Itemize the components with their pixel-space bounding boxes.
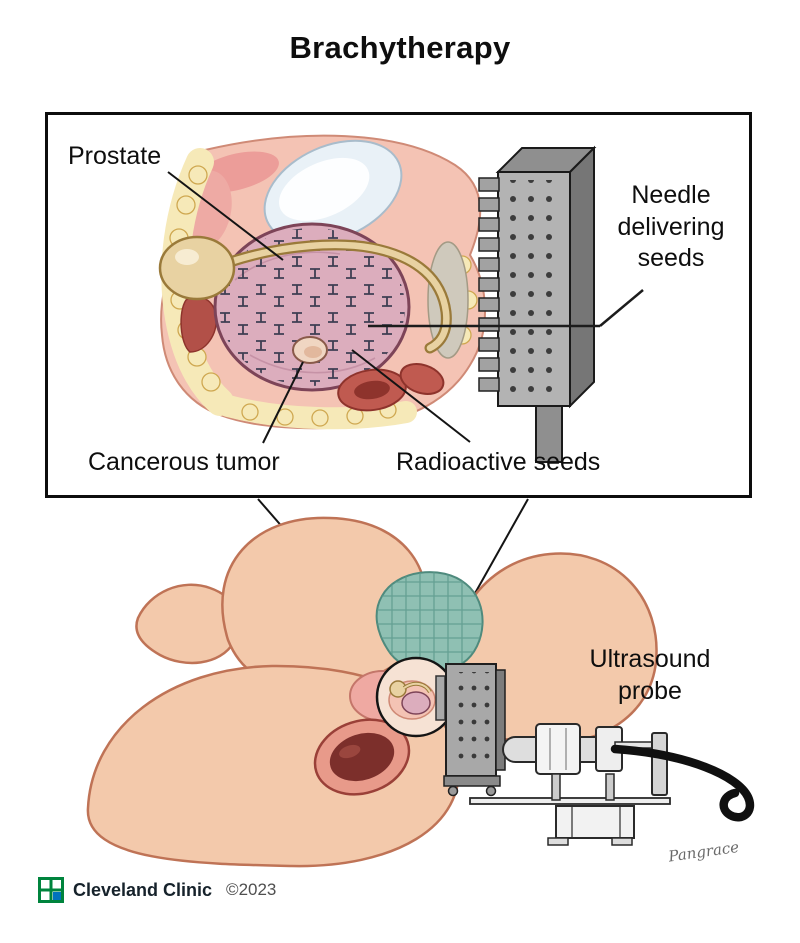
cancerous-tumor-label: Cancerous tumor [88,448,280,476]
probe-shaft [427,690,451,705]
ultrasound-probe-label: Ultrasound probe [589,645,711,705]
inset-zoom-line-right [441,498,529,653]
rectal-opening [313,718,411,796]
inset-zoom-line-left [257,498,399,661]
footer: Cleveland Clinic ©2023 [38,877,276,903]
ultrasound-leader-line [503,699,619,754]
patient-thigh-left [221,516,428,690]
patient-pelvis [86,664,461,868]
patient-foot [135,583,241,665]
highlight-circle [375,656,457,738]
inset-frame [45,112,752,498]
cleveland-clinic-logo-icon [38,877,64,903]
brand-name: Cleveland Clinic [73,879,213,900]
radioactive-seeds-label: Radioactive seeds [396,448,601,476]
page-title: Brachytherapy [289,30,511,65]
prostate-label: Prostate [68,142,162,170]
surgical-drape [375,571,484,673]
ultrasound-probe-body [502,736,616,763]
perineal-tissue [349,670,417,722]
copyright-text: ©2023 [226,880,277,899]
artist-signature: Pangrace [667,837,741,866]
needle-delivering-seeds-label: Needle delivering seeds [617,181,725,272]
power-cable [610,744,755,822]
